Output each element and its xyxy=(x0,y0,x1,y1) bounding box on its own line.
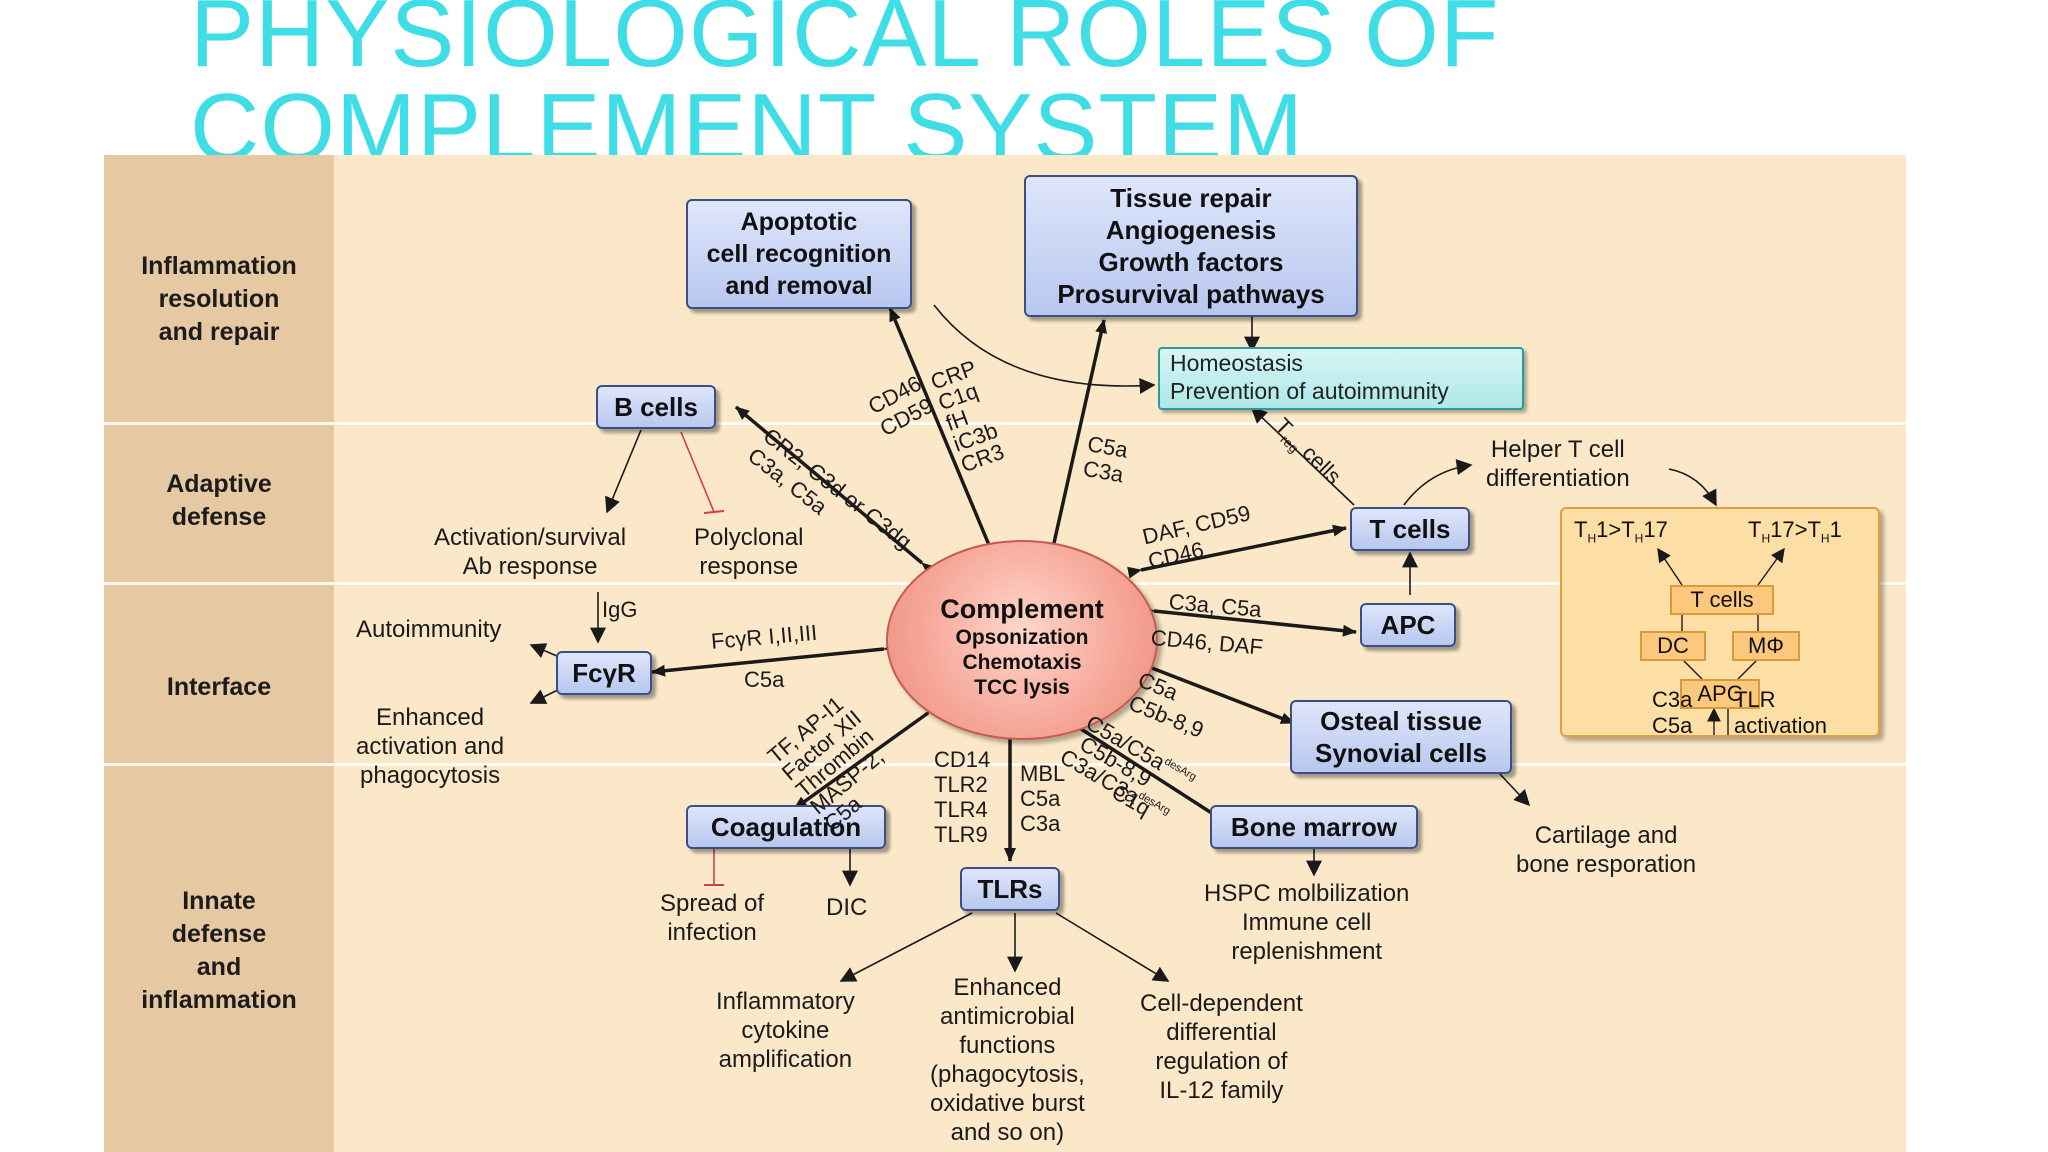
arrow-complement-bcells xyxy=(734,405,936,576)
th-mphi-box: MΦ xyxy=(1732,631,1800,661)
band-label-innate: Innate defense and inflammation xyxy=(141,887,297,1014)
inhibit-bcells-polyclonal xyxy=(680,431,715,513)
band-column xyxy=(104,155,334,1152)
th17-t: T xyxy=(1748,517,1762,542)
th-differentiation-panel: TH1>TH17 TH17>TH1 T cells DC MΦ APC C3a … xyxy=(1560,507,1880,738)
autoimmunity-text: Autoimmunity xyxy=(356,616,502,643)
arrow-complement-coagulation xyxy=(792,700,943,811)
th17-label: TH17>TH1 xyxy=(1748,517,1842,545)
arrow-tcells-homeostasis xyxy=(1250,406,1355,506)
band-label-inflammation: Inflammation resolution and repair xyxy=(141,252,297,346)
th1-end: 17 xyxy=(1643,517,1668,542)
enhanced-activation-text: Enhanced activation and phagocytosis xyxy=(356,704,505,789)
arrow-tlrs-inflammatory xyxy=(839,912,973,982)
hspc-text: HSPC molbilization Immune cell replenish… xyxy=(1204,880,1410,965)
apoptotic-box: Apoptotic cell recognition and removal xyxy=(686,199,912,309)
cartilage-text: Cartilage and bone resporation xyxy=(1516,822,1697,878)
activation-text: Activation/survival Ab response xyxy=(434,524,627,580)
page-title-line-2: COMPLEMENT SYSTEM xyxy=(190,74,1305,156)
th17-end: 1 xyxy=(1829,517,1842,542)
complement-title: Complement xyxy=(940,594,1104,624)
tlrs-box: TLRs xyxy=(960,867,1060,911)
arrow-osteal-cartilage xyxy=(1498,772,1531,807)
th-dc-box: DC xyxy=(1640,631,1706,661)
arrow-complement-apc xyxy=(1140,603,1357,637)
coagulation-box: Coagulation xyxy=(686,805,886,849)
arrow-bcells-activation xyxy=(605,429,642,514)
inflammatory-text: Inflammatory cytokine amplification xyxy=(716,988,855,1073)
arrow-complement-fcgr xyxy=(651,641,898,677)
th17-mid: 17>T xyxy=(1770,517,1821,542)
arrow-complement-osteal xyxy=(1129,654,1295,725)
complement-node: Complement Opsonization Chemotaxis TCC l… xyxy=(886,540,1158,740)
arrow-tlrs-celldependent xyxy=(1055,912,1170,982)
enhanced-antimicrobial-text: Enhanced antimicrobial functions (phagoc… xyxy=(930,974,1085,1146)
c5a-c3a-tissue-label: C5a C3a xyxy=(1081,431,1130,488)
th1-label: TH1>TH17 xyxy=(1574,517,1668,545)
dic-text: DIC xyxy=(826,894,868,921)
th1-h: H xyxy=(1587,531,1597,546)
fcgr-box: FcγR xyxy=(556,651,652,695)
arrow-complement-apoptotic xyxy=(888,307,1000,560)
helper-t-text: Helper T cell differentiation xyxy=(1486,436,1630,492)
arrow-layer xyxy=(529,304,1717,982)
arrow-complement-bonemarrow xyxy=(1063,714,1225,823)
th-c3a-c5a: C3a C5a xyxy=(1652,687,1693,738)
igg-label: IgG xyxy=(602,597,638,622)
th1-t: T xyxy=(1574,517,1588,542)
arrow-helper-thpanel xyxy=(1668,468,1717,507)
mbl-list-label: MBL C5a C3a xyxy=(1020,761,1066,836)
diagram-panel: Inflammation resolution and repair Adapt… xyxy=(104,155,1906,1152)
th-tcells-box: T cells xyxy=(1670,585,1774,615)
bone-marrow-box: Bone marrow xyxy=(1210,805,1418,849)
th1-mid: 1>T xyxy=(1596,517,1635,542)
th17-h2: H xyxy=(1820,531,1830,546)
polyclonal-text: Polyclonal response xyxy=(694,524,804,580)
title-area: PHYSIOLOGICAL ROLES OF COMPLEMENT SYSTEM xyxy=(0,0,2048,155)
homeostasis-box: Homeostasis Prevention of autoimmunity xyxy=(1158,347,1524,410)
band-divider xyxy=(104,422,1906,425)
th-apc-box: APC xyxy=(1680,679,1760,709)
band-label-adaptive: Adaptive defense xyxy=(166,470,272,531)
arrow-complement-tissue xyxy=(1052,319,1108,544)
b-cells-box: B cells xyxy=(596,385,716,429)
complement-functions: Opsonization Chemotaxis TCC lysis xyxy=(955,626,1089,699)
spread-text: Spread of infection xyxy=(660,890,765,946)
th17-h: H xyxy=(1761,531,1771,546)
tlr-list-label: CD14 TLR2 TLR4 TLR9 xyxy=(934,747,991,847)
th-tlr-activation: TLR activation xyxy=(1734,687,1827,738)
tissue-repair-box: Tissue repair Angiogenesis Growth factor… xyxy=(1024,175,1358,317)
arrow-apoptotic-homeostasis xyxy=(933,304,1156,394)
apc-box: APC xyxy=(1360,603,1456,647)
t-cells-box: T cells xyxy=(1350,507,1470,551)
arrow-complement-tcells xyxy=(1127,524,1347,579)
band-label-interface: Interface xyxy=(166,673,272,701)
cell-dependent-text: Cell-dependent differential regulation o… xyxy=(1140,990,1303,1104)
th1-h2: H xyxy=(1634,531,1644,546)
page-title-line-1: PHYSIOLOGICAL ROLES OF xyxy=(190,0,1500,87)
osteal-box: Osteal tissue Synovial cells xyxy=(1290,700,1512,774)
c5a-fcgr-label: C5a xyxy=(744,667,785,692)
arrow-tcells-helper xyxy=(1403,459,1473,506)
